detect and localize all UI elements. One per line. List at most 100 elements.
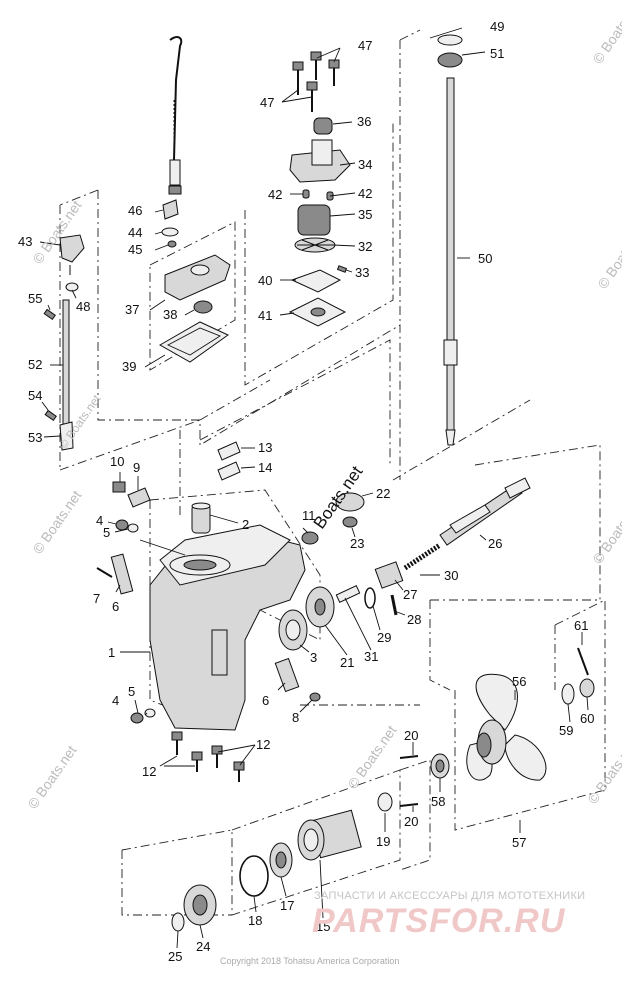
label-17: 17 xyxy=(280,898,294,913)
brand-tagline: ЗАПЧАСТИ И АКСЕССУАРЫ ДЛЯ МОТОТЕХНИКИ xyxy=(314,890,586,902)
label-14: 14 xyxy=(258,460,272,475)
label-40: 40 xyxy=(258,273,272,288)
label-46: 46 xyxy=(128,203,142,218)
prop-hardware xyxy=(430,647,595,779)
label-21: 21 xyxy=(340,655,354,670)
label-38: 38 xyxy=(163,307,177,322)
propeller-56 xyxy=(466,673,547,781)
label-23: 23 xyxy=(350,536,364,551)
label-49: 49 xyxy=(490,19,504,34)
bolts-47 xyxy=(292,51,340,112)
nut-23 xyxy=(342,516,358,528)
label-60: 60 xyxy=(580,711,594,726)
label-4-top: 4 xyxy=(96,513,103,528)
bolts-12 xyxy=(171,731,245,782)
label-58: 58 xyxy=(431,794,445,809)
label-52: 52 xyxy=(28,357,42,372)
keys-13-14 xyxy=(217,441,241,481)
spring-30 xyxy=(403,542,442,571)
water-pump-assembly xyxy=(288,51,351,327)
plunger-31 xyxy=(335,585,361,603)
label-26: 26 xyxy=(488,536,502,551)
label-6-top: 6 xyxy=(112,599,119,614)
label-41: 41 xyxy=(258,308,272,323)
cover-37 xyxy=(164,254,231,301)
label-27: 27 xyxy=(403,587,417,602)
upper-cover-group xyxy=(158,254,231,363)
watermark-boats-5: © Boats.net xyxy=(589,497,622,566)
label-5-top: 5 xyxy=(103,525,110,540)
label-44: 44 xyxy=(128,225,142,240)
watermark-boats-7: © Boats.net xyxy=(589,0,622,67)
leader-lines xyxy=(39,27,589,949)
shift-rod-52 xyxy=(62,299,70,426)
label-7: 7 xyxy=(93,591,100,606)
watermark-boats-2: © Boats.net xyxy=(29,487,84,556)
label-45: 45 xyxy=(128,242,142,257)
rod-end-53 xyxy=(59,421,74,451)
washer-49 xyxy=(437,34,463,46)
label-30: 30 xyxy=(444,568,458,583)
watermark-boats-3: © Boats.net xyxy=(24,742,79,811)
label-25: 25 xyxy=(168,949,182,964)
shift-arm-43 xyxy=(59,234,85,263)
label-10: 10 xyxy=(110,454,124,469)
propeller-shaft-26 xyxy=(439,477,531,546)
seal-19 xyxy=(377,792,393,812)
gear-case xyxy=(149,502,306,731)
label-2: 2 xyxy=(242,517,249,532)
drive-shaft-50 xyxy=(446,77,455,434)
pinion-22 xyxy=(335,492,365,512)
label-19: 19 xyxy=(376,834,390,849)
label-5-bottom: 5 xyxy=(128,684,135,699)
bolt-46 xyxy=(162,199,179,220)
label-35: 35 xyxy=(358,207,372,222)
watermark-boats-4: © Boats.net xyxy=(594,222,622,291)
watermark-boats-6: © Boats.net xyxy=(584,737,622,806)
assembly-guide-lines xyxy=(59,29,606,916)
shim-25 xyxy=(171,912,185,932)
label-42-left: 42 xyxy=(268,187,282,202)
shift-rod-assembly xyxy=(161,36,183,248)
label-20-bottom: 20 xyxy=(404,814,418,829)
label-15: 15 xyxy=(316,919,330,934)
pump-liner-35 xyxy=(297,204,331,236)
bearing-51 xyxy=(437,52,463,68)
label-56: 56 xyxy=(512,674,526,689)
gear-case-fasteners xyxy=(96,481,321,782)
label-1: 1 xyxy=(108,645,115,660)
label-6-bottom: 6 xyxy=(262,693,269,708)
bearing-housing-group xyxy=(239,755,419,897)
label-53: 53 xyxy=(28,430,42,445)
pump-housing-34 xyxy=(289,149,351,183)
label-24: 24 xyxy=(196,939,210,954)
washer-59 xyxy=(561,683,575,705)
label-55: 55 xyxy=(28,291,42,306)
label-59: 59 xyxy=(559,723,573,738)
shift-arm-and-rod xyxy=(43,234,85,451)
label-39: 39 xyxy=(122,359,136,374)
drive-shaft-group xyxy=(437,34,463,446)
brand-logo: PARTSFOR.RU xyxy=(312,902,566,940)
gasket-39 xyxy=(158,321,229,363)
label-4-bottom: 4 xyxy=(112,693,119,708)
label-51: 51 xyxy=(490,46,504,61)
label-31: 31 xyxy=(364,649,378,664)
label-18: 18 xyxy=(248,913,262,928)
label-13: 13 xyxy=(258,440,272,455)
seal-38 xyxy=(193,300,213,314)
pin-61 xyxy=(577,647,589,676)
label-34: 34 xyxy=(358,157,372,172)
forward-gear-group xyxy=(171,884,217,932)
label-42-right: 42 xyxy=(358,186,372,201)
label-47-top: 47 xyxy=(358,38,372,53)
label-9: 9 xyxy=(133,460,140,475)
label-33: 33 xyxy=(355,265,369,280)
label-50: 50 xyxy=(478,251,492,266)
label-8: 8 xyxy=(292,710,299,725)
part-labels: 47 47 49 51 36 34 42 42 35 32 33 40 41 5… xyxy=(18,19,594,964)
nut-60 xyxy=(579,678,595,698)
label-36: 36 xyxy=(357,114,371,129)
label-20-top: 20 xyxy=(404,728,418,743)
watermark-boats-8: © Boats.net xyxy=(344,722,399,791)
